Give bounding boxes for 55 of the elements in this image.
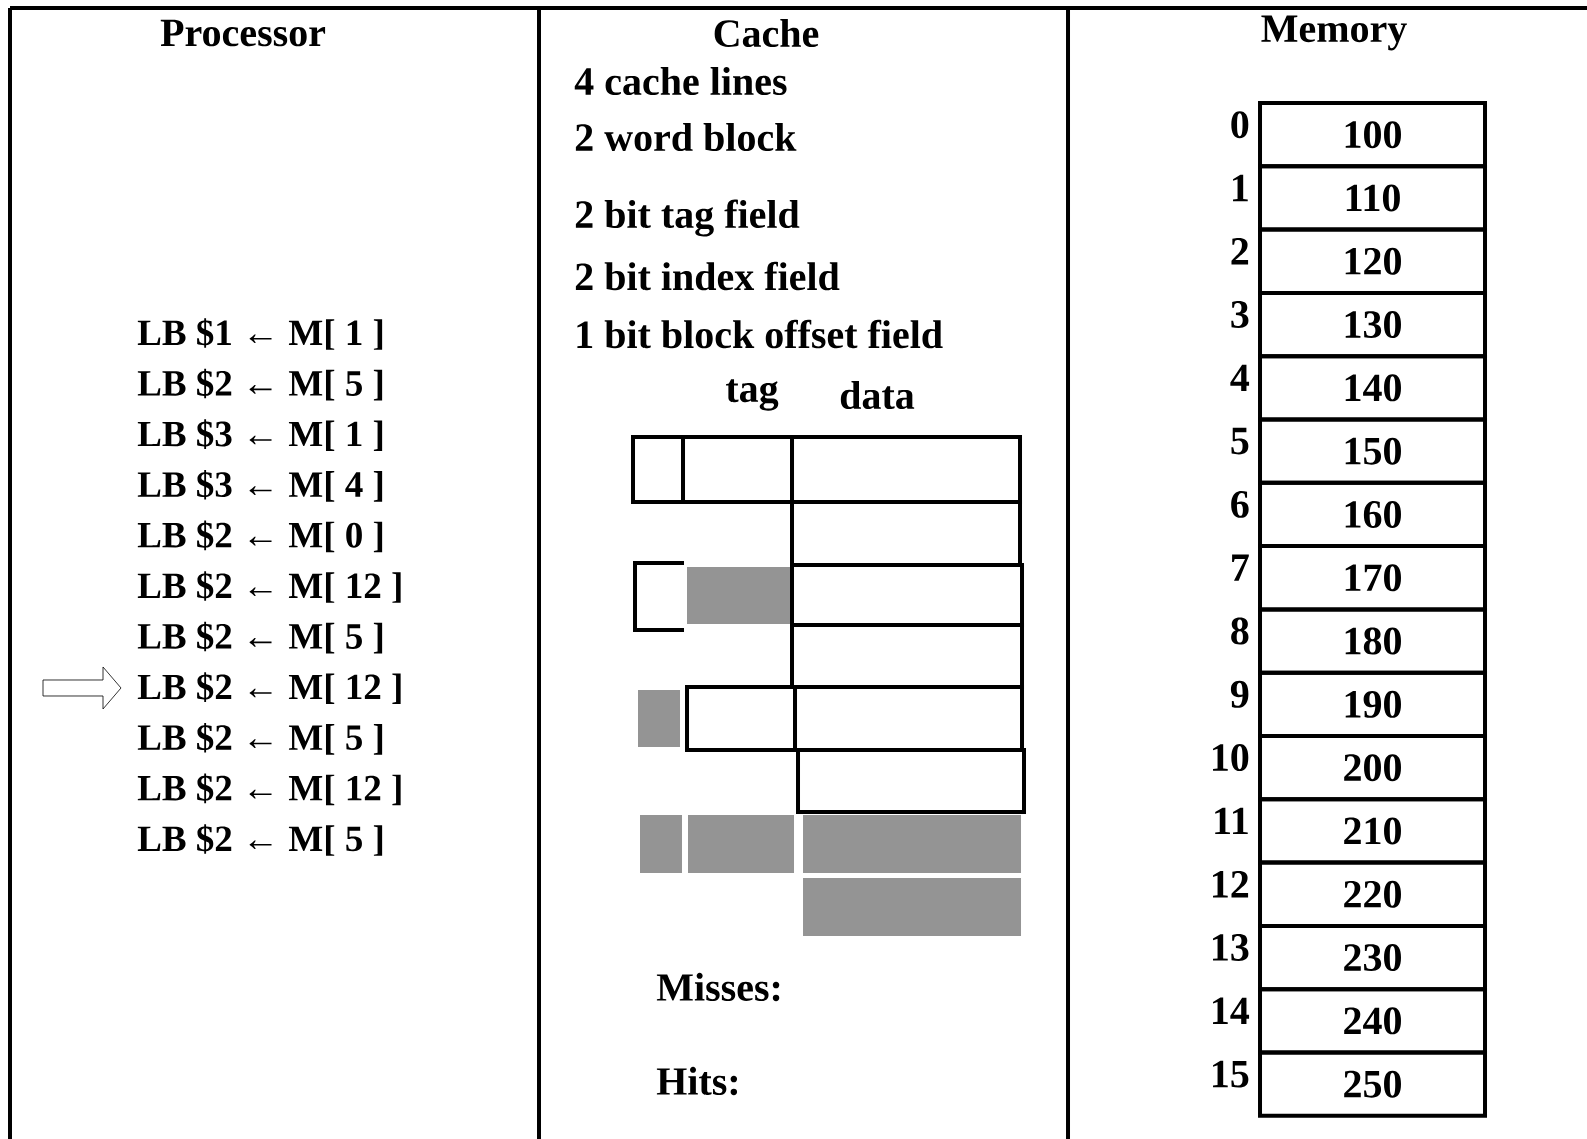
address-number: 7: [1232, 554, 1249, 581]
address-number: 4: [1230, 364, 1250, 391]
memory-cell: 240: [1258, 987, 1487, 1055]
address-number: 1: [1233, 174, 1248, 202]
memory-cell: 200: [1258, 734, 1487, 802]
address-number: 15: [1213, 1060, 1249, 1088]
load-instruction: LB $2 ← M[ 5 ]: [137, 722, 383, 755]
address-number: 8: [1231, 617, 1249, 645]
memory-cell: 230: [1258, 923, 1487, 992]
memory-cell: 160: [1258, 480, 1487, 549]
memory-cell: 150: [1258, 417, 1487, 485]
address-number: 14: [1213, 997, 1250, 1024]
load-instruction: LB $2 ← M[ 12 ]: [137, 773, 401, 806]
load-instruction: LB $2 ← M[ 12 ]: [137, 672, 401, 705]
load-instruction: LB $2 ← M[ 5 ]: [137, 621, 383, 654]
column-heading: Processor: [160, 19, 326, 47]
memory-cell: 140: [1258, 354, 1487, 422]
cache-parameter: 2 bit index field: [575, 261, 840, 291]
memory-cell: 180: [1258, 607, 1487, 675]
cache-parameter: 2 word block: [575, 122, 797, 152]
load-instruction: LB $2 ← M[ 5 ]: [137, 824, 383, 856]
load-instruction: LB $2 ← M[ 0 ]: [137, 520, 383, 553]
load-instruction: LB $1 ← M[ 1 ]: [137, 318, 383, 350]
memory-cell: 130: [1258, 290, 1487, 359]
column-heading: Cache: [714, 18, 819, 48]
column-heading: Memory: [1261, 15, 1407, 51]
address-number: 6: [1231, 490, 1249, 518]
memory-cell: 100: [1258, 101, 1487, 169]
address-number: 3: [1231, 301, 1249, 328]
column-label: tag: [726, 379, 779, 411]
address-number: 2: [1231, 237, 1249, 265]
address-number: 11: [1215, 807, 1248, 835]
load-instruction: LB $2 ← M[ 5 ]: [137, 368, 383, 401]
address-number: 0: [1231, 111, 1249, 139]
address-number: 13: [1213, 934, 1249, 961]
load-instruction: LB $3 ← M[ 4 ]: [137, 469, 383, 502]
address-number: 5: [1231, 427, 1249, 455]
column-label: data: [840, 380, 915, 410]
address-number: 9: [1230, 680, 1249, 708]
load-instruction: LB $3 ← M[ 1 ]: [137, 419, 383, 452]
cache-parameter: 4 cache lines: [574, 66, 787, 96]
cache-parameter: 1 bit block offset field: [577, 319, 943, 349]
memory-cell: 190: [1258, 670, 1487, 738]
counter-label: Misses:: [656, 972, 780, 1002]
counter-label: Hits:: [656, 1066, 738, 1096]
memory-cell: 110: [1258, 164, 1487, 232]
memory-cell: 250: [1258, 1050, 1487, 1118]
memory-cell: 120: [1258, 227, 1487, 295]
cache-parameter: 2 bit tag field: [575, 199, 800, 237]
memory-cell: 210: [1258, 797, 1487, 865]
load-instruction: LB $2 ← M[ 12 ]: [137, 571, 401, 603]
memory-cell: 170: [1258, 544, 1487, 612]
memory-cell: 220: [1258, 860, 1487, 928]
address-number: 10: [1213, 744, 1249, 772]
address-number: 12: [1213, 870, 1249, 898]
